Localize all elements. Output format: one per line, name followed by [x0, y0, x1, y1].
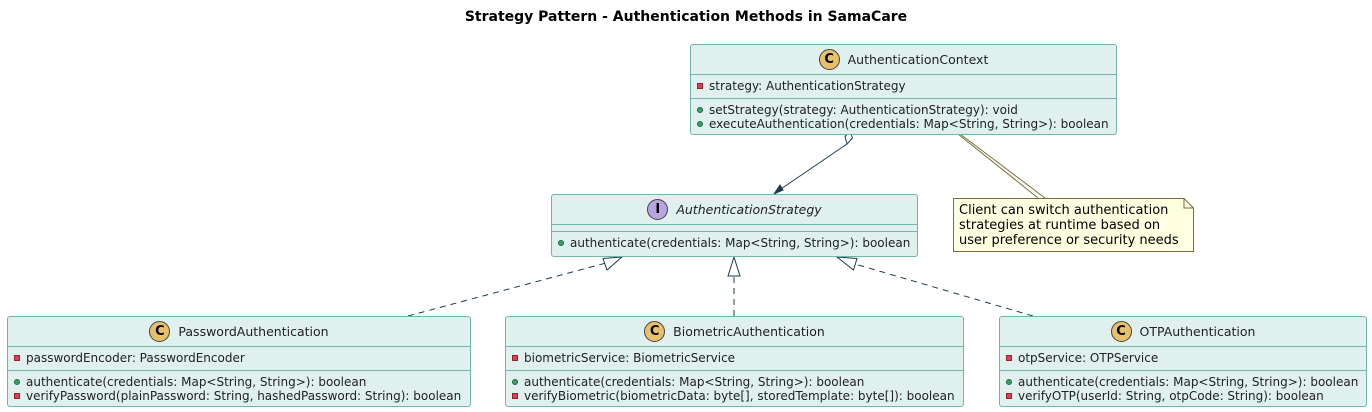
- interface-stereotype-icon: I: [647, 199, 669, 220]
- class-header: C AuthenticationContext: [691, 45, 1116, 75]
- public-icon: [697, 106, 703, 113]
- attribute-row: otpService: OTPService: [1006, 351, 1366, 366]
- attribute-text: otpService: OTPService: [1018, 351, 1159, 366]
- public-icon: [1006, 378, 1012, 385]
- attribute-row: biometricService: BiometricService: [512, 351, 963, 366]
- method-row: setStrategy(strategy: AuthenticationStra…: [697, 103, 1116, 118]
- attribute-row: passwordEncoder: PasswordEncoder: [14, 351, 470, 366]
- note-line: strategies at runtime based on: [959, 218, 1161, 233]
- method-text: verifyPassword(plainPassword: String, ha…: [26, 389, 462, 404]
- class-name: AuthenticationContext: [847, 52, 989, 67]
- public-icon: [512, 378, 518, 385]
- realization-biometric: [727, 255, 741, 316]
- method-section: authenticate(credentials: Map<String, St…: [552, 232, 917, 255]
- method-text: verifyOTP(userId: String, otpCode: Strin…: [1018, 389, 1324, 404]
- private-icon: [512, 355, 518, 362]
- class-header: I AuthenticationStrategy: [552, 195, 917, 225]
- interface-authentication-strategy[interactable]: I AuthenticationStrategy authenticate(cr…: [551, 194, 918, 257]
- attribute-section: biometricService: BiometricService: [506, 347, 963, 371]
- private-icon: [14, 355, 20, 362]
- method-text: authenticate(credentials: Map<String, St…: [524, 374, 865, 389]
- note[interactable]: Client can switch authentication strateg…: [953, 198, 1194, 252]
- class-authentication-context[interactable]: C AuthenticationContext strategy: Authen…: [690, 44, 1117, 135]
- attribute-text: biometricService: BiometricService: [524, 351, 736, 366]
- class-name: PasswordAuthentication: [178, 324, 329, 339]
- attribute-text: strategy: AuthenticationStrategy: [709, 79, 906, 94]
- method-row: authenticate(credentials: Map<String, St…: [512, 375, 963, 390]
- diagram-title: Strategy Pattern - Authentication Method…: [464, 9, 908, 25]
- method-section: authenticate(credentials: Map<String, St…: [8, 371, 470, 408]
- method-text: executeAuthentication(credentials: Map<S…: [709, 117, 1109, 132]
- note-line: Client can switch authentication: [959, 203, 1169, 218]
- class-name: OTPAuthentication: [1139, 324, 1256, 339]
- private-icon: [697, 83, 703, 90]
- note-text: Client can switch authentication strateg…: [959, 203, 1179, 248]
- private-icon: [14, 393, 20, 400]
- attribute-text: passwordEncoder: PasswordEncoder: [26, 351, 245, 366]
- note-connector: [957, 133, 1046, 199]
- note-line: user preference or security needs: [959, 233, 1179, 248]
- realization-otp: [835, 256, 1034, 317]
- method-section: authenticate(credentials: Map<String, St…: [1000, 371, 1366, 408]
- method-section: authenticate(credentials: Map<String, St…: [506, 371, 963, 408]
- realization-password: [407, 256, 624, 317]
- method-text: verifyBiometric(biometricData: byte[], s…: [524, 389, 955, 404]
- private-icon: [1006, 355, 1012, 362]
- attribute-section: [552, 225, 917, 232]
- method-text: authenticate(credentials: Map<String, St…: [26, 374, 367, 389]
- class-header: C BiometricAuthentication: [506, 317, 963, 347]
- attribute-row: strategy: AuthenticationStrategy: [697, 79, 1116, 94]
- class-stereotype-icon: C: [644, 321, 666, 342]
- public-icon: [14, 378, 20, 385]
- note-shape: [953, 198, 1194, 252]
- method-row: authenticate(credentials: Map<String, St…: [558, 236, 917, 251]
- attribute-section: strategy: AuthenticationStrategy: [691, 75, 1116, 99]
- public-icon: [558, 240, 564, 247]
- class-password-authentication[interactable]: C PasswordAuthentication passwordEncoder…: [7, 316, 471, 407]
- method-row: authenticate(credentials: Map<String, St…: [1006, 375, 1366, 390]
- method-row: verifyPassword(plainPassword: String, ha…: [14, 389, 470, 404]
- class-stereotype-icon: C: [1110, 321, 1132, 342]
- public-icon: [697, 121, 703, 128]
- class-stereotype-icon: C: [818, 49, 840, 70]
- attribute-section: passwordEncoder: PasswordEncoder: [8, 347, 470, 371]
- class-header: C PasswordAuthentication: [8, 317, 470, 347]
- class-name: AuthenticationStrategy: [676, 202, 822, 217]
- aggregation-link: [772, 130, 854, 196]
- private-icon: [1006, 393, 1012, 400]
- method-row: authenticate(credentials: Map<String, St…: [14, 375, 470, 390]
- method-row: verifyBiometric(biometricData: byte[], s…: [512, 389, 963, 404]
- private-icon: [512, 393, 518, 400]
- class-biometric-authentication[interactable]: C BiometricAuthentication biometricServi…: [505, 316, 964, 407]
- class-name: BiometricAuthentication: [673, 324, 825, 339]
- method-text: authenticate(credentials: Map<String, St…: [570, 236, 911, 251]
- method-text: authenticate(credentials: Map<String, St…: [1018, 374, 1359, 389]
- class-header: C OTPAuthentication: [1000, 317, 1366, 347]
- method-section: setStrategy(strategy: AuthenticationStra…: [691, 99, 1116, 136]
- method-row: executeAuthentication(credentials: Map<S…: [697, 117, 1116, 132]
- method-row: verifyOTP(userId: String, otpCode: Strin…: [1006, 389, 1366, 404]
- class-stereotype-icon: C: [149, 321, 171, 342]
- class-otp-authentication[interactable]: C OTPAuthentication otpService: OTPServi…: [999, 316, 1367, 407]
- attribute-section: otpService: OTPService: [1000, 347, 1366, 371]
- method-text: setStrategy(strategy: AuthenticationStra…: [709, 102, 1018, 117]
